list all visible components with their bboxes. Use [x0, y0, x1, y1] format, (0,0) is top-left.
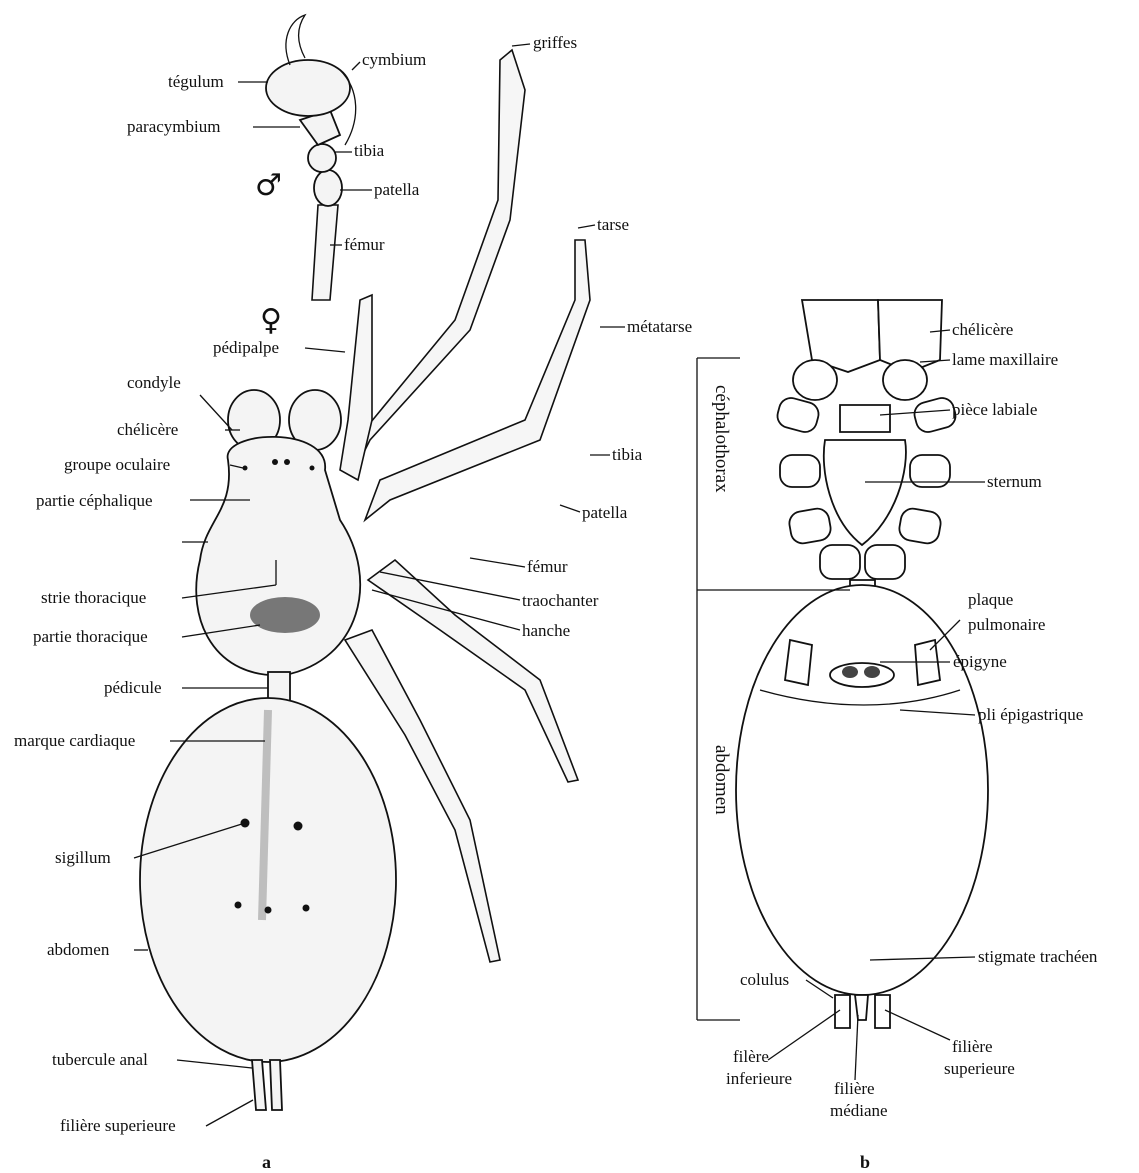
label-filiere-superieure-b-line1: filière	[952, 1037, 993, 1056]
cephalothorax-a-drawing	[196, 390, 360, 675]
female-symbol: ♀	[260, 303, 282, 338]
label-tarse: tarse	[597, 215, 629, 234]
label-palp-femur: fémur	[344, 235, 385, 254]
label-pedipalpe: pédipalpe	[213, 338, 279, 357]
label-filiere-superieure-b-line2: superieure	[944, 1059, 1015, 1078]
brace-label-cephalothorax: céphalothorax	[711, 385, 732, 493]
label-plaque-line1: plaque	[968, 590, 1013, 609]
label-palp-patella: patella	[374, 180, 420, 199]
label-epigyne: épigyne	[953, 652, 1007, 671]
label-plaque-line2: pulmonaire	[968, 615, 1045, 634]
label-pli-epigastrique: pli épigastrique	[978, 705, 1083, 724]
label-condyle: condyle	[127, 373, 181, 392]
label-leg-femur: fémur	[527, 557, 568, 576]
label-palp-tibia: tibia	[354, 141, 385, 160]
label-leg-tibia: tibia	[612, 445, 643, 464]
label-filiere-mediane-line2: médiane	[830, 1101, 888, 1120]
panel-a-drawing	[140, 15, 590, 1110]
panel-a-caption: a	[262, 1152, 271, 1172]
male-palp-drawing	[266, 15, 356, 300]
label-stigmate-tracheen: stigmate trachéen	[978, 947, 1098, 966]
label-strie-thoracique: strie thoracique	[41, 588, 146, 607]
label-partie-cephalique: partie céphalique	[36, 491, 153, 510]
label-filiere-inferieure-line2: inferieure	[726, 1069, 792, 1088]
label-trochanter: traochanter	[522, 591, 599, 610]
label-filiere-inferieure-line1: filère	[733, 1047, 769, 1066]
label-piece-labiale: pièce labiale	[952, 400, 1037, 419]
label-sigillum: sigillum	[55, 848, 111, 867]
label-partie-thoracique: partie thoracique	[33, 627, 148, 646]
abdomen-a-drawing	[140, 672, 396, 1110]
label-chelicere-a: chélicère	[117, 420, 178, 439]
label-metatarse: métatarse	[627, 317, 692, 336]
label-cymbium: cymbium	[362, 50, 426, 69]
brace-label-abdomen: abdomen	[711, 745, 732, 815]
label-leg-patella: patella	[582, 503, 628, 522]
label-tubercule-anal: tubercule anal	[52, 1050, 148, 1069]
label-filiere-superieure-a: filière superieure	[60, 1116, 176, 1135]
label-pedicule: pédicule	[104, 678, 162, 697]
label-hanche: hanche	[522, 621, 570, 640]
label-tegulum: tégulum	[168, 72, 224, 91]
label-griffes: griffes	[533, 33, 577, 52]
label-chelicere-b: chélicère	[952, 320, 1013, 339]
panel-b-drawing	[736, 300, 988, 1028]
label-colulus: colulus	[740, 970, 789, 989]
label-paracymbium: paracymbium	[127, 117, 220, 136]
label-groupe-oculaire: groupe oculaire	[64, 455, 170, 474]
panel-b-caption: b	[860, 1152, 870, 1172]
label-abdomen-a: abdomen	[47, 940, 110, 959]
label-lame-maxillaire: lame maxillaire	[952, 350, 1058, 369]
label-sternum: sternum	[987, 472, 1042, 491]
male-symbol: ♂	[255, 168, 282, 203]
label-filiere-mediane-line1: filière	[834, 1079, 875, 1098]
label-marque-cardiaque: marque cardiaque	[14, 731, 135, 750]
